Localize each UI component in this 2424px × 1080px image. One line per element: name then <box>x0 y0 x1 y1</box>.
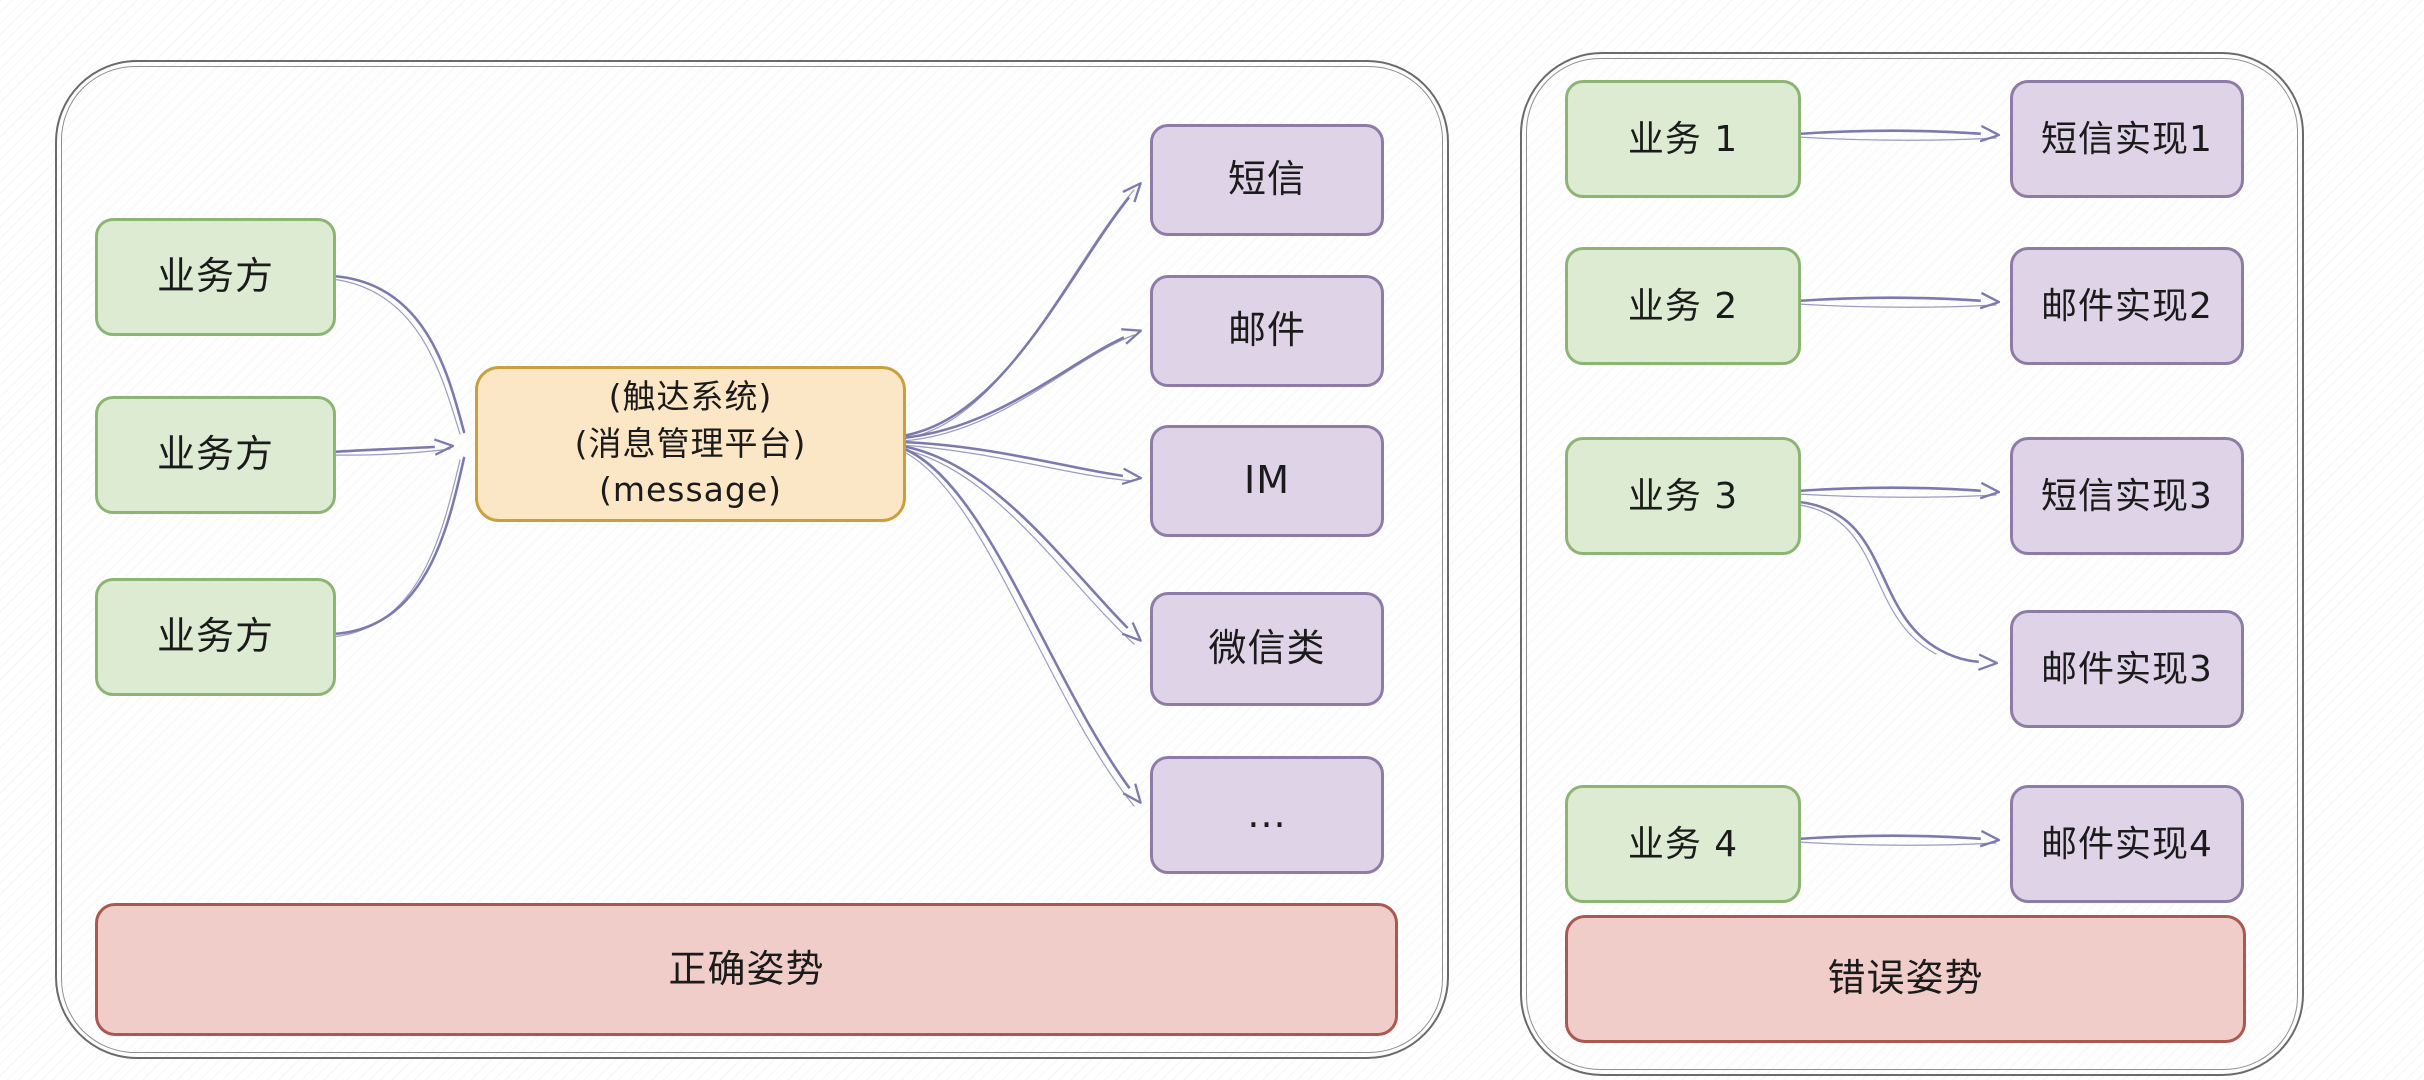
channel-box-wechat: 微信类 <box>1150 592 1384 706</box>
message-hub-box: (触达系统) (消息管理平台) (message) <box>475 366 906 522</box>
hub-line-2: (消息管理平台) <box>574 423 807 463</box>
hub-line-1: (触达系统) <box>608 376 773 416</box>
business-box-3: 业务 3 <box>1565 437 1801 555</box>
source-box-1: 业务方 <box>95 218 336 336</box>
correct-approach-banner: 正确姿势 <box>95 903 1398 1036</box>
business-box-1: 业务 1 <box>1565 80 1801 198</box>
hub-line-3: (message) <box>598 470 783 510</box>
impl-box-sms1: 短信实现1 <box>2010 80 2244 198</box>
channel-box-more: ... <box>1150 756 1384 874</box>
business-box-2: 业务 2 <box>1565 247 1801 365</box>
channel-box-sms: 短信 <box>1150 124 1384 236</box>
business-box-4: 业务 4 <box>1565 785 1801 903</box>
channel-box-im: IM <box>1150 425 1384 537</box>
channel-box-email: 邮件 <box>1150 275 1384 387</box>
wrong-approach-banner: 错误姿势 <box>1565 915 2246 1043</box>
impl-box-sms3: 短信实现3 <box>2010 437 2244 555</box>
impl-box-email4: 邮件实现4 <box>2010 785 2244 903</box>
source-box-2: 业务方 <box>95 396 336 514</box>
impl-box-email3: 邮件实现3 <box>2010 610 2244 728</box>
source-box-3: 业务方 <box>95 578 336 696</box>
impl-box-email2: 邮件实现2 <box>2010 247 2244 365</box>
